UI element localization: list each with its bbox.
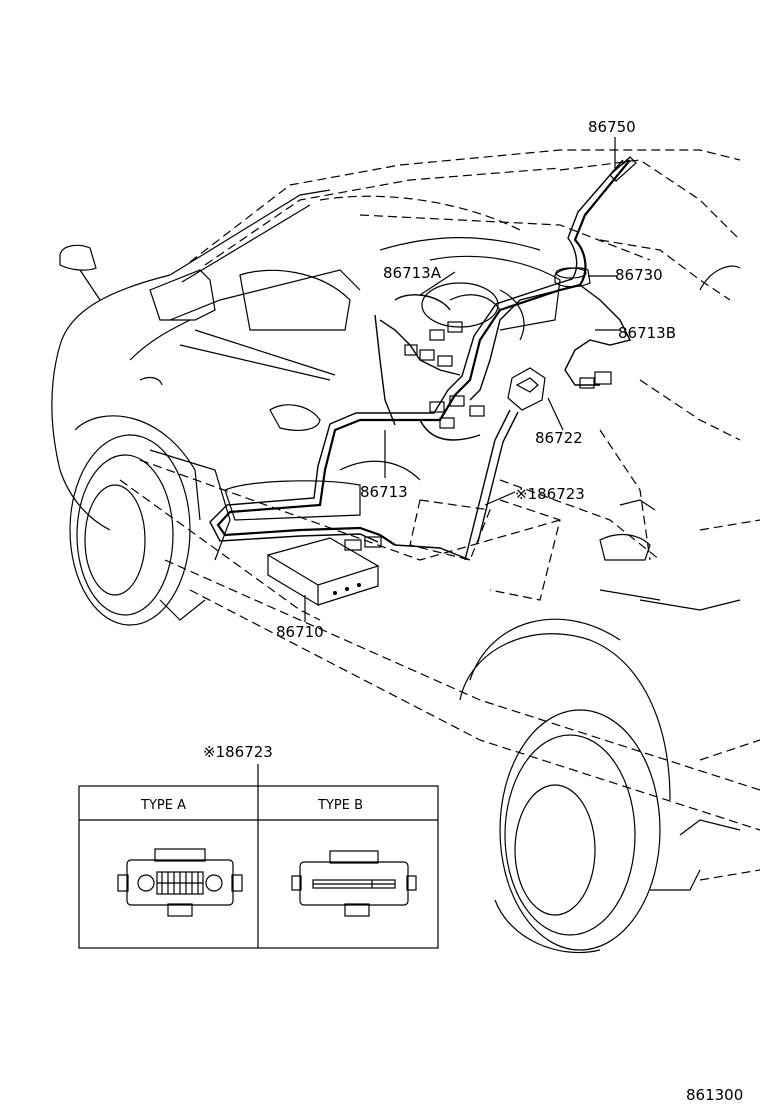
detail-box-title: ※186723 bbox=[203, 743, 273, 761]
callout-86713b[interactable]: 86713B bbox=[618, 324, 676, 342]
wiring-harness bbox=[209, 159, 632, 561]
leader-lines bbox=[304, 137, 620, 622]
callout-86730[interactable]: 86730 bbox=[615, 266, 663, 284]
callout-186723[interactable]: ※186723 bbox=[515, 485, 585, 503]
type-b-header: TYPE B bbox=[317, 798, 363, 813]
type-a-connector-icon bbox=[117, 848, 243, 917]
part-86730-unit[interactable] bbox=[554, 267, 591, 288]
connector-detail-box: ※186723 TYPE A TYPE B bbox=[78, 743, 439, 949]
callout-86713[interactable]: 86713 bbox=[360, 483, 408, 501]
vehicle-outline bbox=[51, 149, 760, 954]
type-a-header: TYPE A bbox=[140, 798, 186, 813]
figure-number: 861300 bbox=[686, 1086, 743, 1104]
part-86722-switch[interactable] bbox=[507, 367, 546, 411]
callout-86710[interactable]: 86710 bbox=[276, 623, 324, 641]
callout-86722[interactable]: 86722 bbox=[535, 429, 583, 447]
type-b-connector-icon bbox=[291, 850, 417, 917]
callout-86713a[interactable]: 86713A bbox=[383, 264, 442, 282]
callout-86750[interactable]: 86750 bbox=[588, 118, 636, 136]
part-86710-control-unit[interactable] bbox=[266, 537, 380, 607]
